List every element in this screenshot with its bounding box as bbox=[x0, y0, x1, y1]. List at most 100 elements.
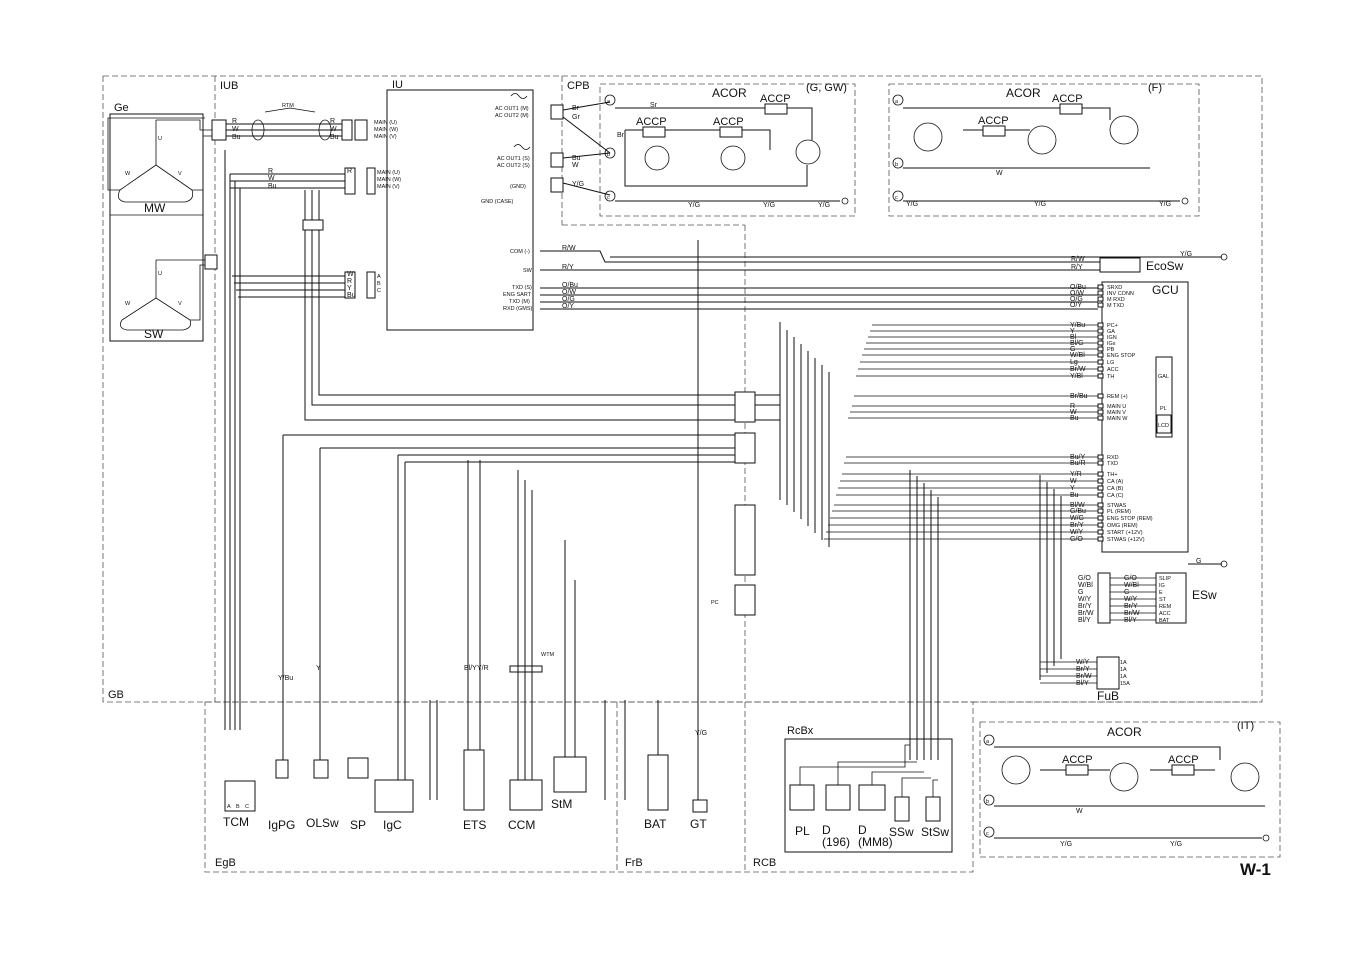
svg-text:O/G: O/G bbox=[562, 296, 575, 303]
svg-text:(196): (196) bbox=[822, 835, 850, 849]
gcu-wire-code: G/Bu bbox=[1070, 508, 1086, 515]
svg-text:AC OUT1 (S): AC OUT1 (S) bbox=[497, 156, 530, 162]
gcu-wire-code: Bu bbox=[1070, 415, 1079, 422]
gcu-pin-label: M RXD bbox=[1107, 297, 1125, 303]
svg-text:Bl/Y: Bl/Y bbox=[464, 665, 477, 672]
gcu-pin-label: REM (+) bbox=[1107, 394, 1128, 400]
svg-text:W: W bbox=[268, 175, 275, 182]
harness-bundle bbox=[779, 322, 1062, 700]
gcu-wire-code: Bl/W bbox=[1070, 502, 1085, 509]
svg-text:Bu: Bu bbox=[347, 292, 356, 299]
fub-wire-code: Br/Y bbox=[1076, 666, 1090, 673]
gcu-pin-terminal bbox=[1097, 284, 1104, 290]
svg-text:SSw: SSw bbox=[889, 825, 914, 839]
svg-text:c: c bbox=[607, 195, 610, 201]
rcbx: RcBx PL D (196) D (MM8) SSw StSw bbox=[784, 700, 953, 853]
esw-wire-code: G bbox=[1124, 589, 1129, 596]
gcu-pin-terminal bbox=[1097, 346, 1104, 352]
svg-text:R/W: R/W bbox=[562, 245, 576, 252]
svg-text:Y/G: Y/G bbox=[1159, 201, 1171, 208]
svg-text:MAIN (W): MAIN (W) bbox=[374, 127, 398, 133]
zone-iub: IUB bbox=[220, 80, 238, 92]
gcu-pin-label: MAIN U bbox=[1107, 404, 1126, 410]
svg-text:(IT): (IT) bbox=[1237, 720, 1254, 732]
svg-text:Y/G: Y/G bbox=[906, 201, 918, 208]
svg-text:Y/G: Y/G bbox=[763, 202, 775, 209]
svg-text:GAL: GAL bbox=[1158, 374, 1169, 380]
acor-f: ACOR (F) a b c ACCP ACCP W Y/G Y/G Y/G bbox=[892, 82, 1189, 208]
bat: BAT bbox=[644, 754, 669, 831]
gcu-pin-terminal bbox=[1097, 340, 1104, 346]
gcu-pin-label: STWAS (+12V) bbox=[1107, 537, 1145, 543]
esw-wire-code: G bbox=[1078, 589, 1083, 596]
svg-text:Br: Br bbox=[617, 132, 625, 139]
svg-text:ACCP: ACCP bbox=[1062, 754, 1093, 766]
svg-text:ACOR: ACOR bbox=[1107, 725, 1142, 739]
acor-it: ACOR (IT) a b c ACCP ACCP W Y/G Y/G bbox=[983, 720, 1270, 848]
svg-text:ACCP: ACCP bbox=[1052, 93, 1083, 105]
egb-components: A B C TCM IgPG OLSw SP IgC ETS CCM bbox=[223, 240, 708, 832]
svg-text:(MM8): (MM8) bbox=[858, 835, 893, 849]
svg-text:RcBx: RcBx bbox=[787, 725, 814, 737]
svg-text:W: W bbox=[125, 171, 131, 177]
esw-wire-code: G/O bbox=[1078, 575, 1091, 582]
esw-wire-code: G/O bbox=[1124, 575, 1137, 582]
rtm-label: RTM bbox=[282, 103, 294, 109]
iu-harness-wires: R W Bu R W R Y Bu bbox=[204, 150, 780, 730]
gcu-pin-label: LG bbox=[1107, 360, 1114, 366]
svg-text:D: D bbox=[822, 823, 831, 837]
svg-text:W: W bbox=[125, 301, 131, 307]
svg-text:CCM: CCM bbox=[508, 818, 535, 832]
svg-text:PL: PL bbox=[1160, 406, 1167, 412]
svg-text:R/W: R/W bbox=[1071, 256, 1085, 263]
svg-text:ETS: ETS bbox=[463, 818, 486, 832]
svg-text:V: V bbox=[178, 171, 182, 177]
gcu-pin-label: MAIN V bbox=[1107, 410, 1126, 416]
gcu-wire-code: Y/R bbox=[1070, 471, 1082, 478]
svg-text:TXD (M): TXD (M) bbox=[509, 299, 530, 305]
svg-text:SP: SP bbox=[350, 818, 366, 832]
gcu-pin-terminal bbox=[1097, 352, 1104, 358]
gcu-wire-code: G bbox=[1070, 346, 1075, 353]
svg-text:A: A bbox=[227, 804, 231, 810]
svg-text:(G, GW): (G, GW) bbox=[806, 82, 847, 94]
svg-text:W: W bbox=[330, 126, 337, 133]
gcu-pin-terminal bbox=[1097, 359, 1104, 365]
gcu-pin-terminal bbox=[1097, 403, 1104, 409]
esw-pin-label: ACC bbox=[1159, 611, 1171, 617]
fub-pin-label: 1A bbox=[1120, 660, 1127, 666]
esw-wire-code: Br/Y bbox=[1124, 603, 1138, 610]
svg-text:a: a bbox=[986, 739, 990, 745]
fub-wire-code: W/Y bbox=[1076, 659, 1090, 666]
esw-pin-label: REM bbox=[1159, 604, 1172, 610]
ets: ETS bbox=[463, 749, 486, 832]
svg-text:O/Y: O/Y bbox=[562, 303, 574, 310]
svg-text:O/W: O/W bbox=[562, 289, 576, 296]
gcu-pin-label: CA (A) bbox=[1107, 479, 1123, 485]
gcu-wire-list: O/BuO/WO/GO/YY/BuYBlBl/GGW/BlLgBr/WY/BlB… bbox=[824, 284, 1098, 543]
svg-text:LCD: LCD bbox=[1158, 423, 1169, 429]
svg-text:Y/G: Y/G bbox=[1180, 251, 1192, 258]
gcu-pin-label: GA bbox=[1107, 329, 1115, 335]
svg-text:R: R bbox=[347, 168, 352, 175]
svg-text:ACOR: ACOR bbox=[1006, 86, 1041, 100]
gcu-pin-label: START (+12V) bbox=[1107, 530, 1143, 536]
esw-pin-label: SLIP bbox=[1159, 576, 1171, 582]
gcu-pin-terminal bbox=[1097, 290, 1104, 296]
serial-wires: O/Bu O/W O/G O/Y bbox=[540, 282, 1098, 310]
zone-egb: EgB bbox=[215, 857, 236, 869]
svg-text:ACCP: ACCP bbox=[636, 116, 667, 128]
svg-text:(GND): (GND) bbox=[510, 184, 526, 190]
gcu-pin-terminal bbox=[1097, 522, 1104, 528]
gcu-wire-code: R bbox=[1070, 403, 1075, 410]
sw-winding: U W V SW bbox=[119, 260, 192, 341]
svg-text:Bu: Bu bbox=[232, 134, 241, 141]
svg-text:D: D bbox=[858, 823, 867, 837]
svg-text:PC: PC bbox=[711, 600, 719, 606]
esw-pin-label: IG bbox=[1159, 583, 1165, 589]
svg-text:Y/G: Y/G bbox=[688, 202, 700, 209]
generator: Ge U W V MW U W V SW bbox=[107, 102, 212, 342]
